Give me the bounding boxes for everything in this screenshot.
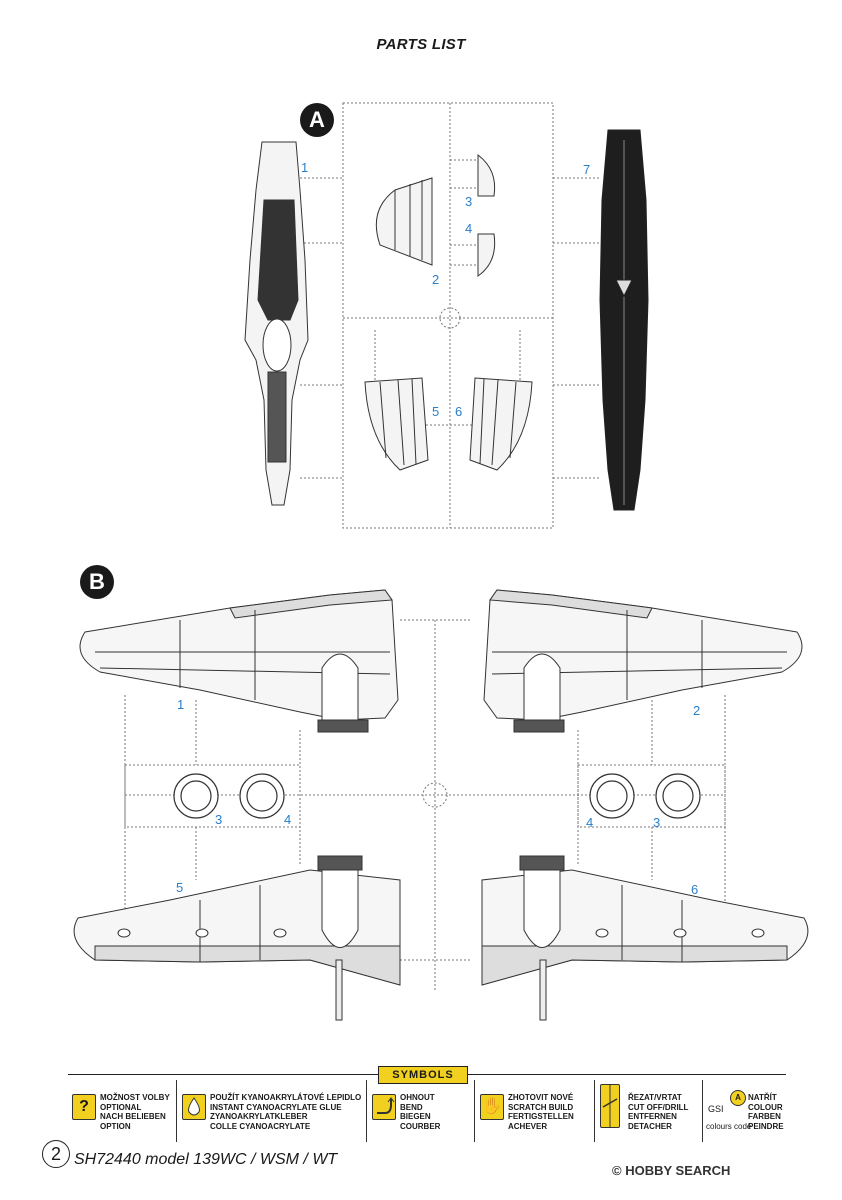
- symbol-line: COLOUR: [748, 1102, 783, 1112]
- symbol-line: BIEGEN: [400, 1112, 431, 1121]
- paint-icon: A: [730, 1090, 746, 1106]
- part-number-a5: 5: [432, 404, 440, 419]
- part-number-b4-left: 4: [284, 812, 292, 827]
- cut-icon: [600, 1084, 620, 1128]
- symbol-line: OHNOUT: [400, 1093, 435, 1102]
- symbol-line: ENTFERNEN: [628, 1112, 677, 1121]
- part-number-b6: 6: [691, 882, 699, 897]
- symbol-paint: GSI A colours code NATŘÍT COLOUR FARBEN …: [704, 1080, 788, 1142]
- page-title: PARTS LIST: [376, 36, 466, 53]
- bend-icon: [372, 1094, 396, 1120]
- symbol-line: COURBER: [400, 1121, 441, 1131]
- gsi-label: GSI: [708, 1104, 724, 1114]
- part-number-a1: 1: [301, 160, 309, 175]
- symbol-line: ZHOTOVIT NOVÉ: [508, 1093, 574, 1102]
- part-number-b1: 1: [177, 697, 185, 712]
- symbol-line: NACH BELIEBEN: [100, 1112, 166, 1121]
- symbol-line: FARBEN: [748, 1112, 781, 1121]
- symbol-glue: POUŽÍT KYANOAKRYLÁTOVÉ LEPIDLO INSTANT C…: [178, 1080, 367, 1142]
- symbol-line: BEND: [400, 1102, 423, 1112]
- symbol-line: NATŘÍT: [748, 1093, 777, 1102]
- symbol-line: FERTIGSTELLEN: [508, 1112, 574, 1121]
- symbol-optional: ? MOŽNOST VOLBY OPTIONAL NACH BELIEBEN O…: [68, 1080, 177, 1142]
- symbol-line: POUŽÍT KYANOAKRYLÁTOVÉ LEPIDLO: [210, 1093, 362, 1102]
- part-number-a2: 2: [432, 272, 440, 287]
- glue-drop-icon: [182, 1094, 206, 1120]
- symbol-line: ACHEVER: [508, 1121, 548, 1131]
- copyright-icon: ©: [612, 1163, 622, 1178]
- part-number-a4: 4: [465, 221, 473, 236]
- kit-model-text: SH72440 model 139WC / WSM / WT: [74, 1151, 338, 1168]
- part-number-b4-right: 4: [586, 815, 594, 830]
- symbol-line: OPTION: [100, 1121, 131, 1131]
- symbol-line: SCRATCH BUILD: [508, 1102, 574, 1112]
- part-number-b3-left: 3: [215, 812, 223, 827]
- symbol-line: ZYANOAKRYLATKLEBER: [210, 1112, 308, 1121]
- watermark: © HOBBY SEARCH: [612, 1163, 730, 1178]
- symbol-bend: OHNOUT BEND BIEGEN COURBER: [368, 1080, 475, 1142]
- symbol-scratch-build: ✋ ZHOTOVIT NOVÉ SCRATCH BUILD FERTIGSTEL…: [476, 1080, 595, 1142]
- part-number-b3-right: 3: [653, 815, 661, 830]
- sprue-b-badge: B: [80, 565, 114, 599]
- question-icon: ?: [72, 1094, 96, 1120]
- symbol-cut: ŘEZAT/VRTAT CUT OFF/DRILL ENTFERNEN DETA…: [596, 1080, 703, 1142]
- sprue-a-badge: A: [300, 103, 334, 137]
- symbol-line: COLLE CYANOACRYLATE: [210, 1121, 311, 1131]
- symbol-line: PEINDRE: [748, 1121, 784, 1131]
- symbol-line: DETACHER: [628, 1121, 672, 1131]
- part-number-b2: 2: [693, 703, 701, 718]
- symbols-title: SYMBOLS: [378, 1066, 468, 1084]
- page-number: 2: [42, 1140, 70, 1168]
- part-number-a6: 6: [455, 404, 463, 419]
- part-number-a3: 3: [465, 194, 473, 209]
- symbol-line: OPTIONAL: [100, 1102, 142, 1112]
- part-number-b5: 5: [176, 880, 184, 895]
- symbol-line: ŘEZAT/VRTAT: [628, 1093, 682, 1102]
- part-number-a7: 7: [583, 162, 591, 177]
- hand-icon: ✋: [480, 1094, 504, 1120]
- symbol-line: CUT OFF/DRILL: [628, 1102, 689, 1112]
- watermark-text: HOBBY SEARCH: [625, 1163, 731, 1178]
- symbol-line: INSTANT CYANOACRYLATE GLUE: [210, 1102, 342, 1112]
- gsi-caption: colours code: [706, 1122, 752, 1131]
- symbol-line: MOŽNOST VOLBY: [100, 1093, 170, 1102]
